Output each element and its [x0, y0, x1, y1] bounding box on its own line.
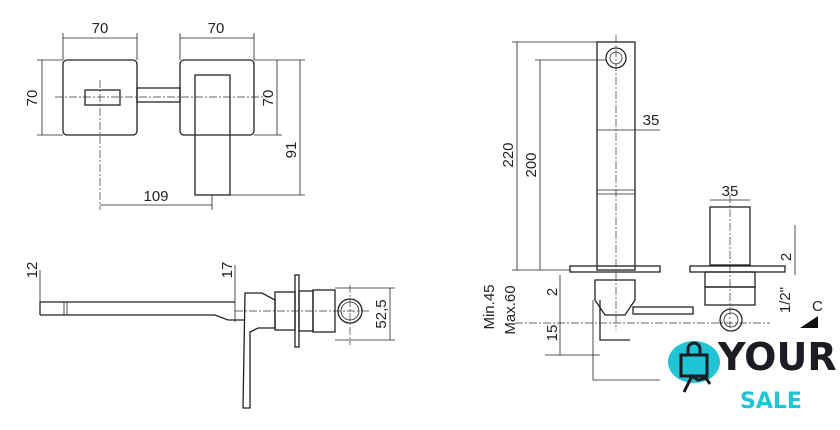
dim-total-height: 220 [500, 142, 517, 167]
dim-plate-thickness-left: 2 [544, 288, 561, 296]
dim-plate-thickness-right: 2 [778, 253, 795, 261]
yoursale-logo: YOUR SALE [665, 334, 840, 430]
dim-thread: 1/2" [777, 287, 794, 313]
elevation-view [512, 35, 818, 381]
dim-ring-diameter: 52,5 [373, 299, 390, 328]
dim-wall-min: Min.45 [481, 284, 498, 329]
front-view [37, 33, 305, 210]
hand-pointer-icon [682, 373, 712, 393]
dim-spout-width: 35 [643, 112, 660, 129]
side-view [39, 265, 395, 409]
dim-top-right-width: 70 [208, 20, 225, 37]
dim-valve-width: 35 [722, 183, 739, 200]
dim-pipe-offset: 15 [544, 325, 561, 342]
dim-top-left-width: 70 [92, 20, 109, 37]
dim-wall-max: Max.60 [502, 285, 519, 334]
dim-body-thickness: 17 [219, 262, 236, 279]
dim-lever-length: 91 [283, 142, 300, 159]
dim-right-height: 70 [260, 90, 277, 107]
dim-spout-height: 200 [523, 152, 540, 177]
logo-text-sale: SALE [740, 389, 802, 414]
dim-left-height: 70 [24, 90, 41, 107]
logo-text-your: YOUR [717, 335, 837, 379]
dim-center-distance: 109 [143, 188, 168, 205]
dim-spout-thickness: 12 [24, 262, 41, 279]
cold-marker: C [812, 298, 823, 315]
